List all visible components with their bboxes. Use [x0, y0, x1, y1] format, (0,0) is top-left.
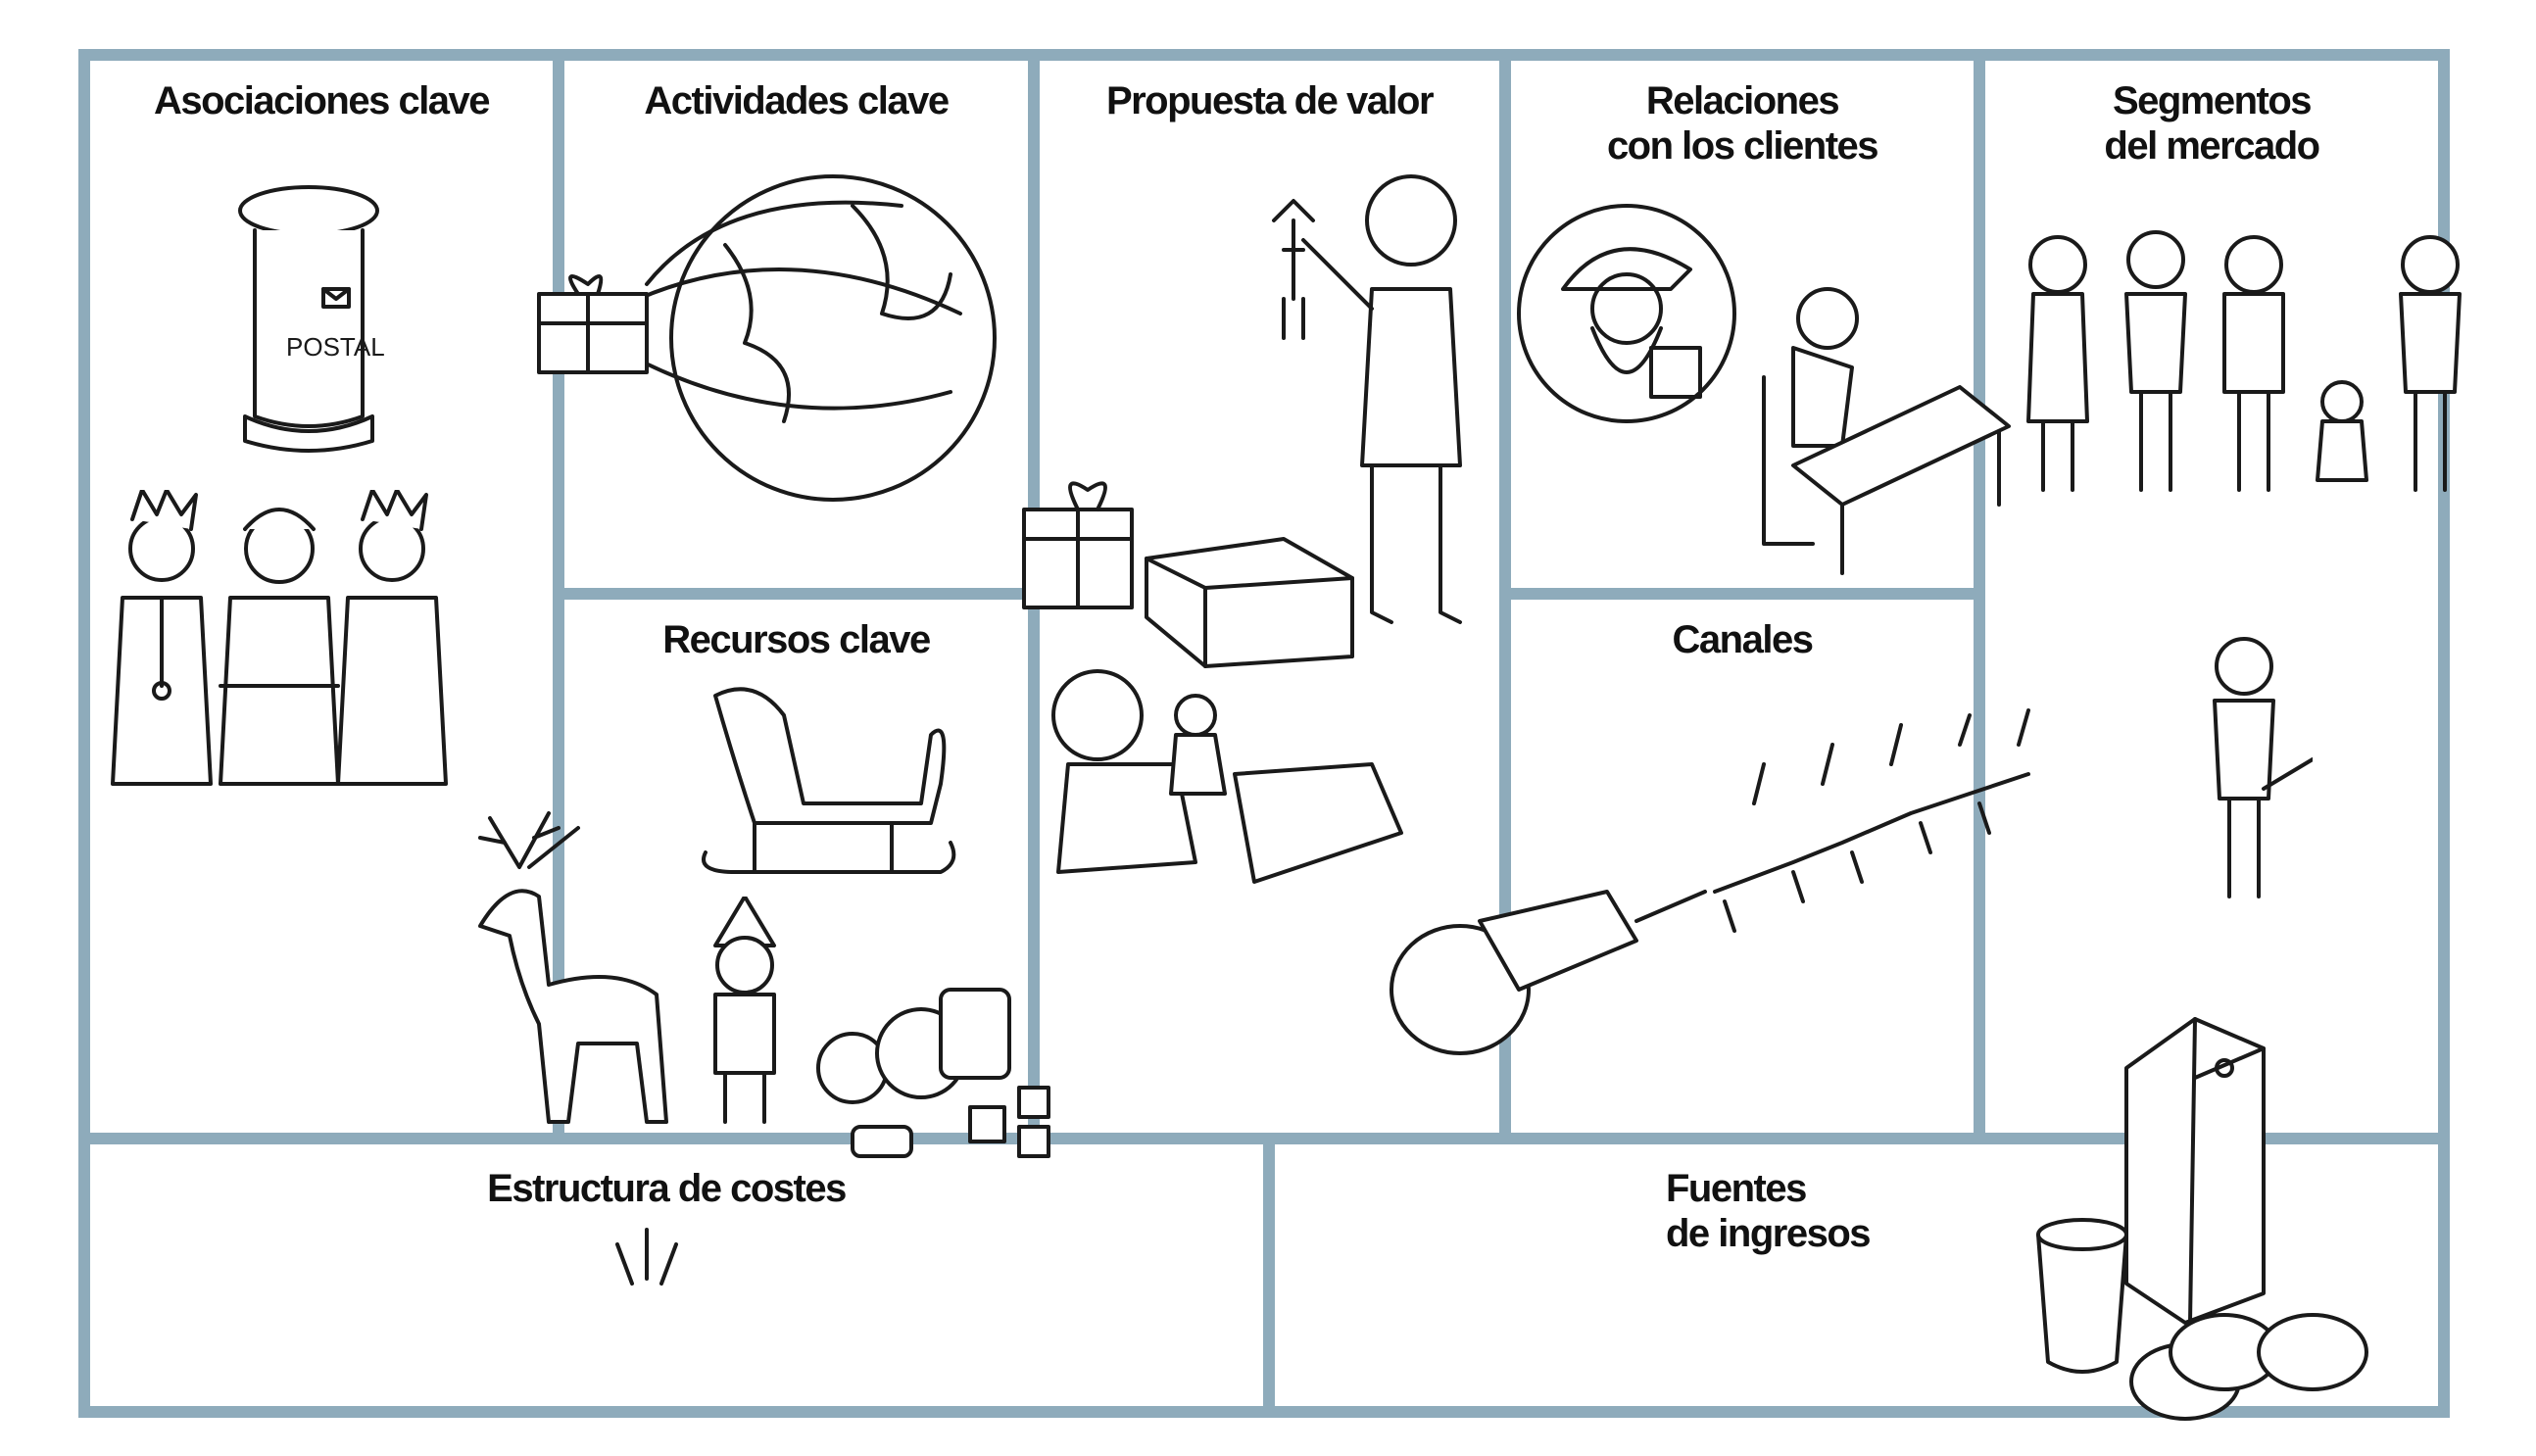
- gift-boxes-illustration: [1022, 481, 1354, 668]
- title-cost-structure: Estructura de costes: [487, 1167, 847, 1210]
- boy-with-stick-illustration: [2213, 637, 2313, 898]
- santa-portrait-illustration: [1517, 204, 1736, 423]
- children-group-illustration: [2026, 230, 2462, 492]
- svg-text:POSTAL: POSTAL: [286, 332, 385, 362]
- title-channels: Canales: [1672, 618, 1814, 661]
- title-key-activities: Actividades clave: [644, 79, 950, 122]
- title-customer-segments: Segmentos del mercado: [2104, 79, 2320, 168]
- toys-illustration: [816, 988, 1050, 1158]
- title-key-partners: Asociaciones clave: [153, 79, 491, 122]
- globe-gift-illustration: [537, 174, 997, 502]
- girl-with-teddy-illustration: [1051, 669, 1403, 884]
- title-customer-relationships: Relaciones con los clientes: [1606, 79, 1879, 168]
- mailbox-illustration: POSTAL: [238, 185, 385, 453]
- title-key-resources: Recursos clave: [662, 618, 931, 661]
- spark-lines-icon: [615, 1228, 678, 1286]
- title-value-proposition: Propuesta de valor: [1105, 79, 1435, 122]
- milk-and-cookies-illustration: [2036, 1017, 2368, 1421]
- elf-illustration: [713, 897, 776, 1124]
- flying-sleigh-illustration: [1390, 708, 2030, 1055]
- sleigh-illustration: [702, 687, 956, 874]
- reindeer-illustration: [478, 811, 668, 1124]
- child-writing-letter-illustration: [1762, 287, 2011, 575]
- title-revenue-streams: Fuentes de ingresos: [1666, 1167, 1872, 1255]
- boy-with-puppet-illustration: [1272, 174, 1462, 624]
- three-kings-illustration: [111, 490, 448, 786]
